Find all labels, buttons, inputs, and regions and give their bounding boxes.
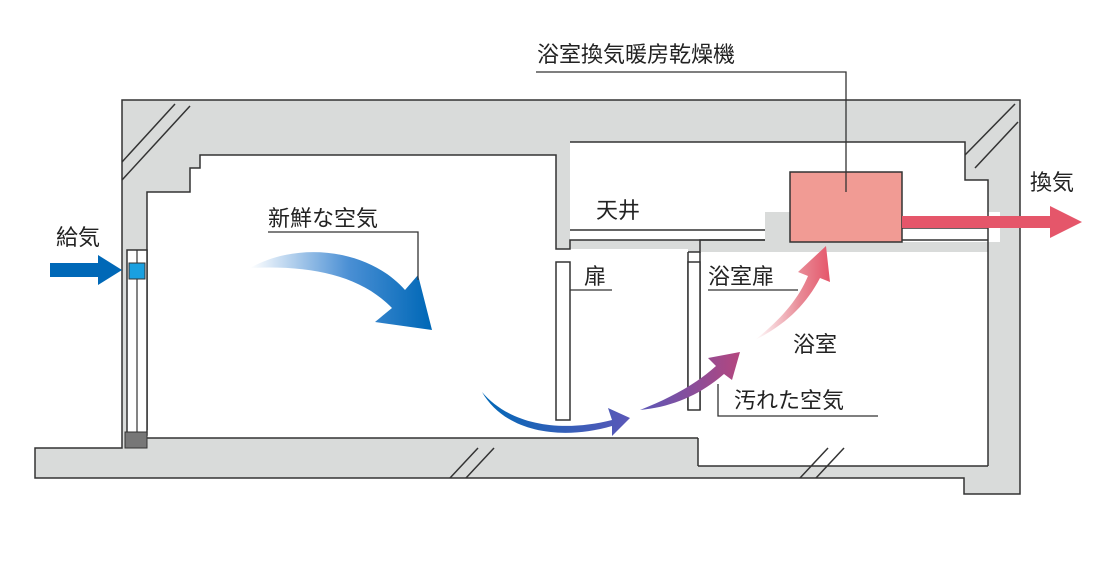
dirty-air-arrow <box>640 352 740 410</box>
fresh-air-label: 新鮮な空気 <box>268 207 378 232</box>
building-section <box>34 99 1021 495</box>
wall-hatch <box>121 103 1019 479</box>
door-panel-bath <box>687 261 701 411</box>
supply-arrow <box>50 255 122 285</box>
ceiling-cavity <box>570 142 988 240</box>
ceiling-label: 天井 <box>596 199 640 224</box>
bath-door-label: 浴室扉 <box>708 265 774 290</box>
bathroom-label: 浴室 <box>793 333 837 358</box>
upward-air-arrow <box>755 246 830 340</box>
bathroom-room <box>688 252 988 466</box>
fresh-air-arrow <box>250 252 432 330</box>
exhaust-label: 換気 <box>1030 171 1074 196</box>
door-panel-left <box>555 261 571 421</box>
leader-lines <box>268 71 878 417</box>
left-room <box>147 155 556 249</box>
exhaust-arrow <box>902 206 1082 238</box>
unit-label: 浴室換気暖房乾燥機 <box>537 43 735 68</box>
supply-label: 給気 <box>56 226 100 251</box>
door-label: 扉 <box>584 265 606 290</box>
floor-air-arrow <box>482 392 630 436</box>
vent-louver <box>128 262 146 280</box>
sill-block <box>124 431 148 449</box>
dirty-air-label: 汚れた空気 <box>734 389 844 414</box>
